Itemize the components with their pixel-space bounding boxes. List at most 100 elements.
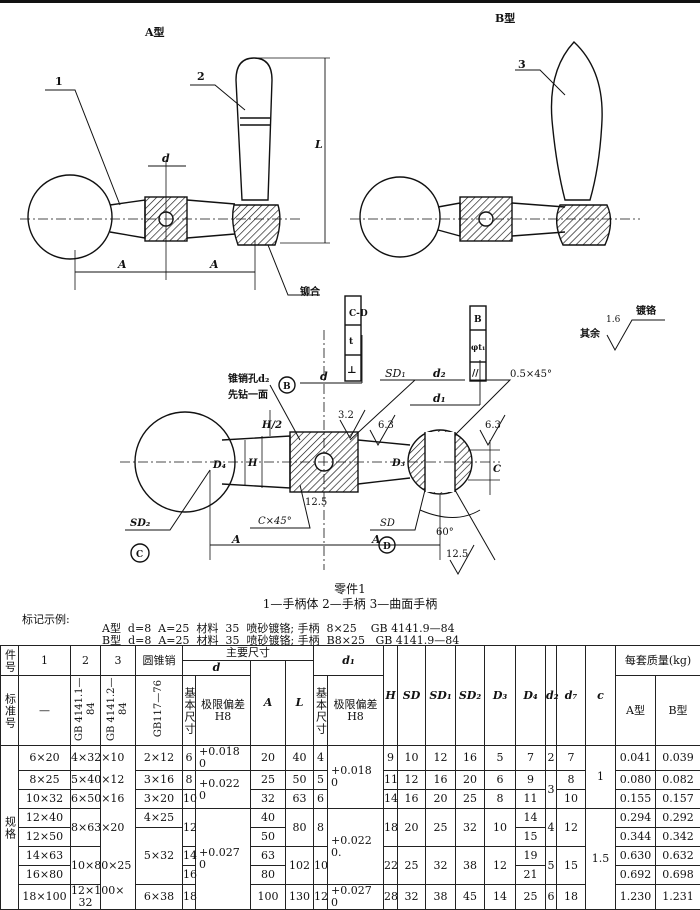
cell-massB: 0.157 bbox=[656, 790, 700, 809]
cell-SD: 10 bbox=[398, 746, 426, 771]
cell-SD1: 32 bbox=[426, 847, 456, 885]
cell-d1_basic: 10 bbox=[314, 847, 328, 885]
chamfer-label: 0.5×45° bbox=[510, 369, 552, 380]
cell-SD2: 16 bbox=[456, 746, 485, 771]
header-A: A bbox=[251, 661, 286, 746]
cell-SD2: 38 bbox=[456, 847, 485, 885]
tol-frame2-datum: B bbox=[474, 315, 482, 325]
cell-SD2: 25 bbox=[456, 790, 485, 809]
d1-tol-header: 极限偏差 H8 bbox=[328, 676, 384, 746]
cell-d7: 8 bbox=[557, 771, 586, 790]
H-label: H bbox=[247, 458, 258, 469]
header-part-no: 件号 bbox=[1, 646, 19, 676]
roughness-3-2: 3.2 bbox=[338, 410, 354, 421]
cell-d2: 2 bbox=[546, 746, 557, 771]
cell-D4: 7 bbox=[516, 746, 546, 771]
cell-H: 11 bbox=[384, 771, 398, 790]
header-d1: d₁ bbox=[314, 646, 384, 676]
marking-example-label: 标记示例: bbox=[22, 611, 70, 627]
cell-D4: 15 bbox=[516, 828, 546, 847]
tol-frame1-datum: C-D bbox=[349, 309, 368, 319]
cell-massA: 0.692 bbox=[616, 866, 656, 885]
cell-d7: 12 bbox=[557, 809, 586, 847]
std-col-2: GB 4141.1—84 bbox=[74, 676, 98, 742]
cell-massB: 0.082 bbox=[656, 771, 700, 790]
roughness-12-5-a: 12.5 bbox=[305, 497, 327, 508]
cell-d_tol: +0.018 0 bbox=[196, 746, 251, 771]
tol-frame1-symbol: ⊥ bbox=[347, 365, 357, 376]
cell-d1_basic: 6 bbox=[314, 790, 328, 809]
header-SD2: SD₂ bbox=[456, 646, 485, 746]
cell-part2: 4×32×10 bbox=[71, 746, 101, 771]
part-2-label: 2 bbox=[197, 70, 205, 83]
cell-d_basic: 12 bbox=[183, 809, 196, 847]
part-1-label: 1 bbox=[55, 75, 63, 88]
cell-d_basic: 6 bbox=[183, 746, 196, 771]
cell-H: 28 bbox=[384, 885, 398, 910]
part-3-label: 3 bbox=[518, 58, 526, 71]
cell-D4: 21 bbox=[516, 866, 546, 885]
cell-d_tol: +0.027 0 bbox=[196, 809, 251, 910]
cell-L: 40 bbox=[286, 746, 314, 771]
cell-d7: 7 bbox=[557, 746, 586, 771]
cell-A: 25 bbox=[251, 771, 286, 790]
cell-massB: 0.039 bbox=[656, 746, 700, 771]
cell-d1_basic: 8 bbox=[314, 809, 328, 847]
rest-label: 其余 bbox=[580, 327, 601, 340]
cell-part1: 18×100 bbox=[19, 885, 71, 910]
header-pin: 圆锥销 bbox=[136, 646, 183, 676]
cell-D3: 10 bbox=[485, 809, 516, 847]
cell-massB: 0.632 bbox=[656, 847, 700, 866]
cell-d1_tol: +0.022 0. bbox=[328, 809, 384, 885]
caption-legend: 1—手柄体 2—手柄 3—曲面手柄 bbox=[0, 595, 700, 612]
angle-label: 60° bbox=[436, 527, 454, 538]
cell-A: 32 bbox=[251, 790, 286, 809]
D4-label: D₄ bbox=[212, 460, 226, 471]
header-std-no: 标准号 bbox=[1, 676, 19, 746]
cell-c: 1.5 bbox=[586, 809, 616, 910]
cell-L: 130 bbox=[286, 885, 314, 910]
specification-table: 件号 1 2 3 圆锥销 主要尺寸 d₁ H SD SD₁ SD₂ D₃ D₄ … bbox=[0, 645, 700, 910]
cell-d7: 15 bbox=[557, 847, 586, 885]
type-b-label: B型 bbox=[495, 11, 515, 25]
cell-d1_tol: +0.027 0 bbox=[328, 885, 384, 910]
taper-hole-label: 锥销孔d₂ bbox=[228, 372, 269, 385]
roughness-12-5-b: 12.5 bbox=[446, 549, 468, 560]
std-pin: GB117—76 bbox=[153, 680, 165, 737]
cell-d7: 10 bbox=[557, 790, 586, 809]
header-d: d bbox=[183, 661, 251, 676]
cell-c: 1 bbox=[586, 746, 616, 809]
cell-massB: 0.292 bbox=[656, 809, 700, 828]
cell-d1_basic: 12 bbox=[314, 885, 328, 910]
cell-d1_tol: +0.018 0 bbox=[328, 746, 384, 809]
cell-pin: 4×25 bbox=[136, 809, 183, 828]
cell-part1: 14×63 bbox=[19, 847, 71, 866]
d-basic-header: 基本尺寸 bbox=[183, 676, 196, 746]
dim-L-label: L bbox=[314, 138, 323, 151]
cell-part2: 10×80×25 bbox=[71, 847, 101, 885]
dim-A-part1-left: A bbox=[231, 533, 241, 546]
dim-d-label: d bbox=[162, 152, 170, 165]
d2-label: d₂ bbox=[433, 367, 446, 380]
tol-frame2-value: φt₁ bbox=[471, 342, 485, 352]
roughness-6-3-a: 6.3 bbox=[378, 420, 394, 431]
dim-d-part1: d bbox=[320, 370, 328, 383]
cell-D4: 14 bbox=[516, 809, 546, 828]
header-L: L bbox=[286, 661, 314, 746]
type-b-view bbox=[350, 42, 640, 257]
cell-part1: 8×25 bbox=[19, 771, 71, 790]
cell-pin: 3×16 bbox=[136, 771, 183, 790]
SD-label: SD bbox=[380, 518, 395, 529]
cell-L: 63 bbox=[286, 790, 314, 809]
cell-part1: 12×40 bbox=[19, 809, 71, 828]
cell-d_tol: +0.022 0 bbox=[196, 771, 251, 809]
cell-H: 14 bbox=[384, 790, 398, 809]
datum-D: D bbox=[383, 542, 391, 552]
roughness-1-6: 1.6 bbox=[606, 315, 621, 325]
cell-massA: 1.230 bbox=[616, 885, 656, 910]
cell-d2: 5 bbox=[546, 847, 557, 885]
cell-d_basic: 18 bbox=[183, 885, 196, 910]
d1-label: d₁ bbox=[433, 392, 446, 405]
cell-massB: 1.231 bbox=[656, 885, 700, 910]
cell-part2: 5×40×12 bbox=[71, 771, 101, 790]
